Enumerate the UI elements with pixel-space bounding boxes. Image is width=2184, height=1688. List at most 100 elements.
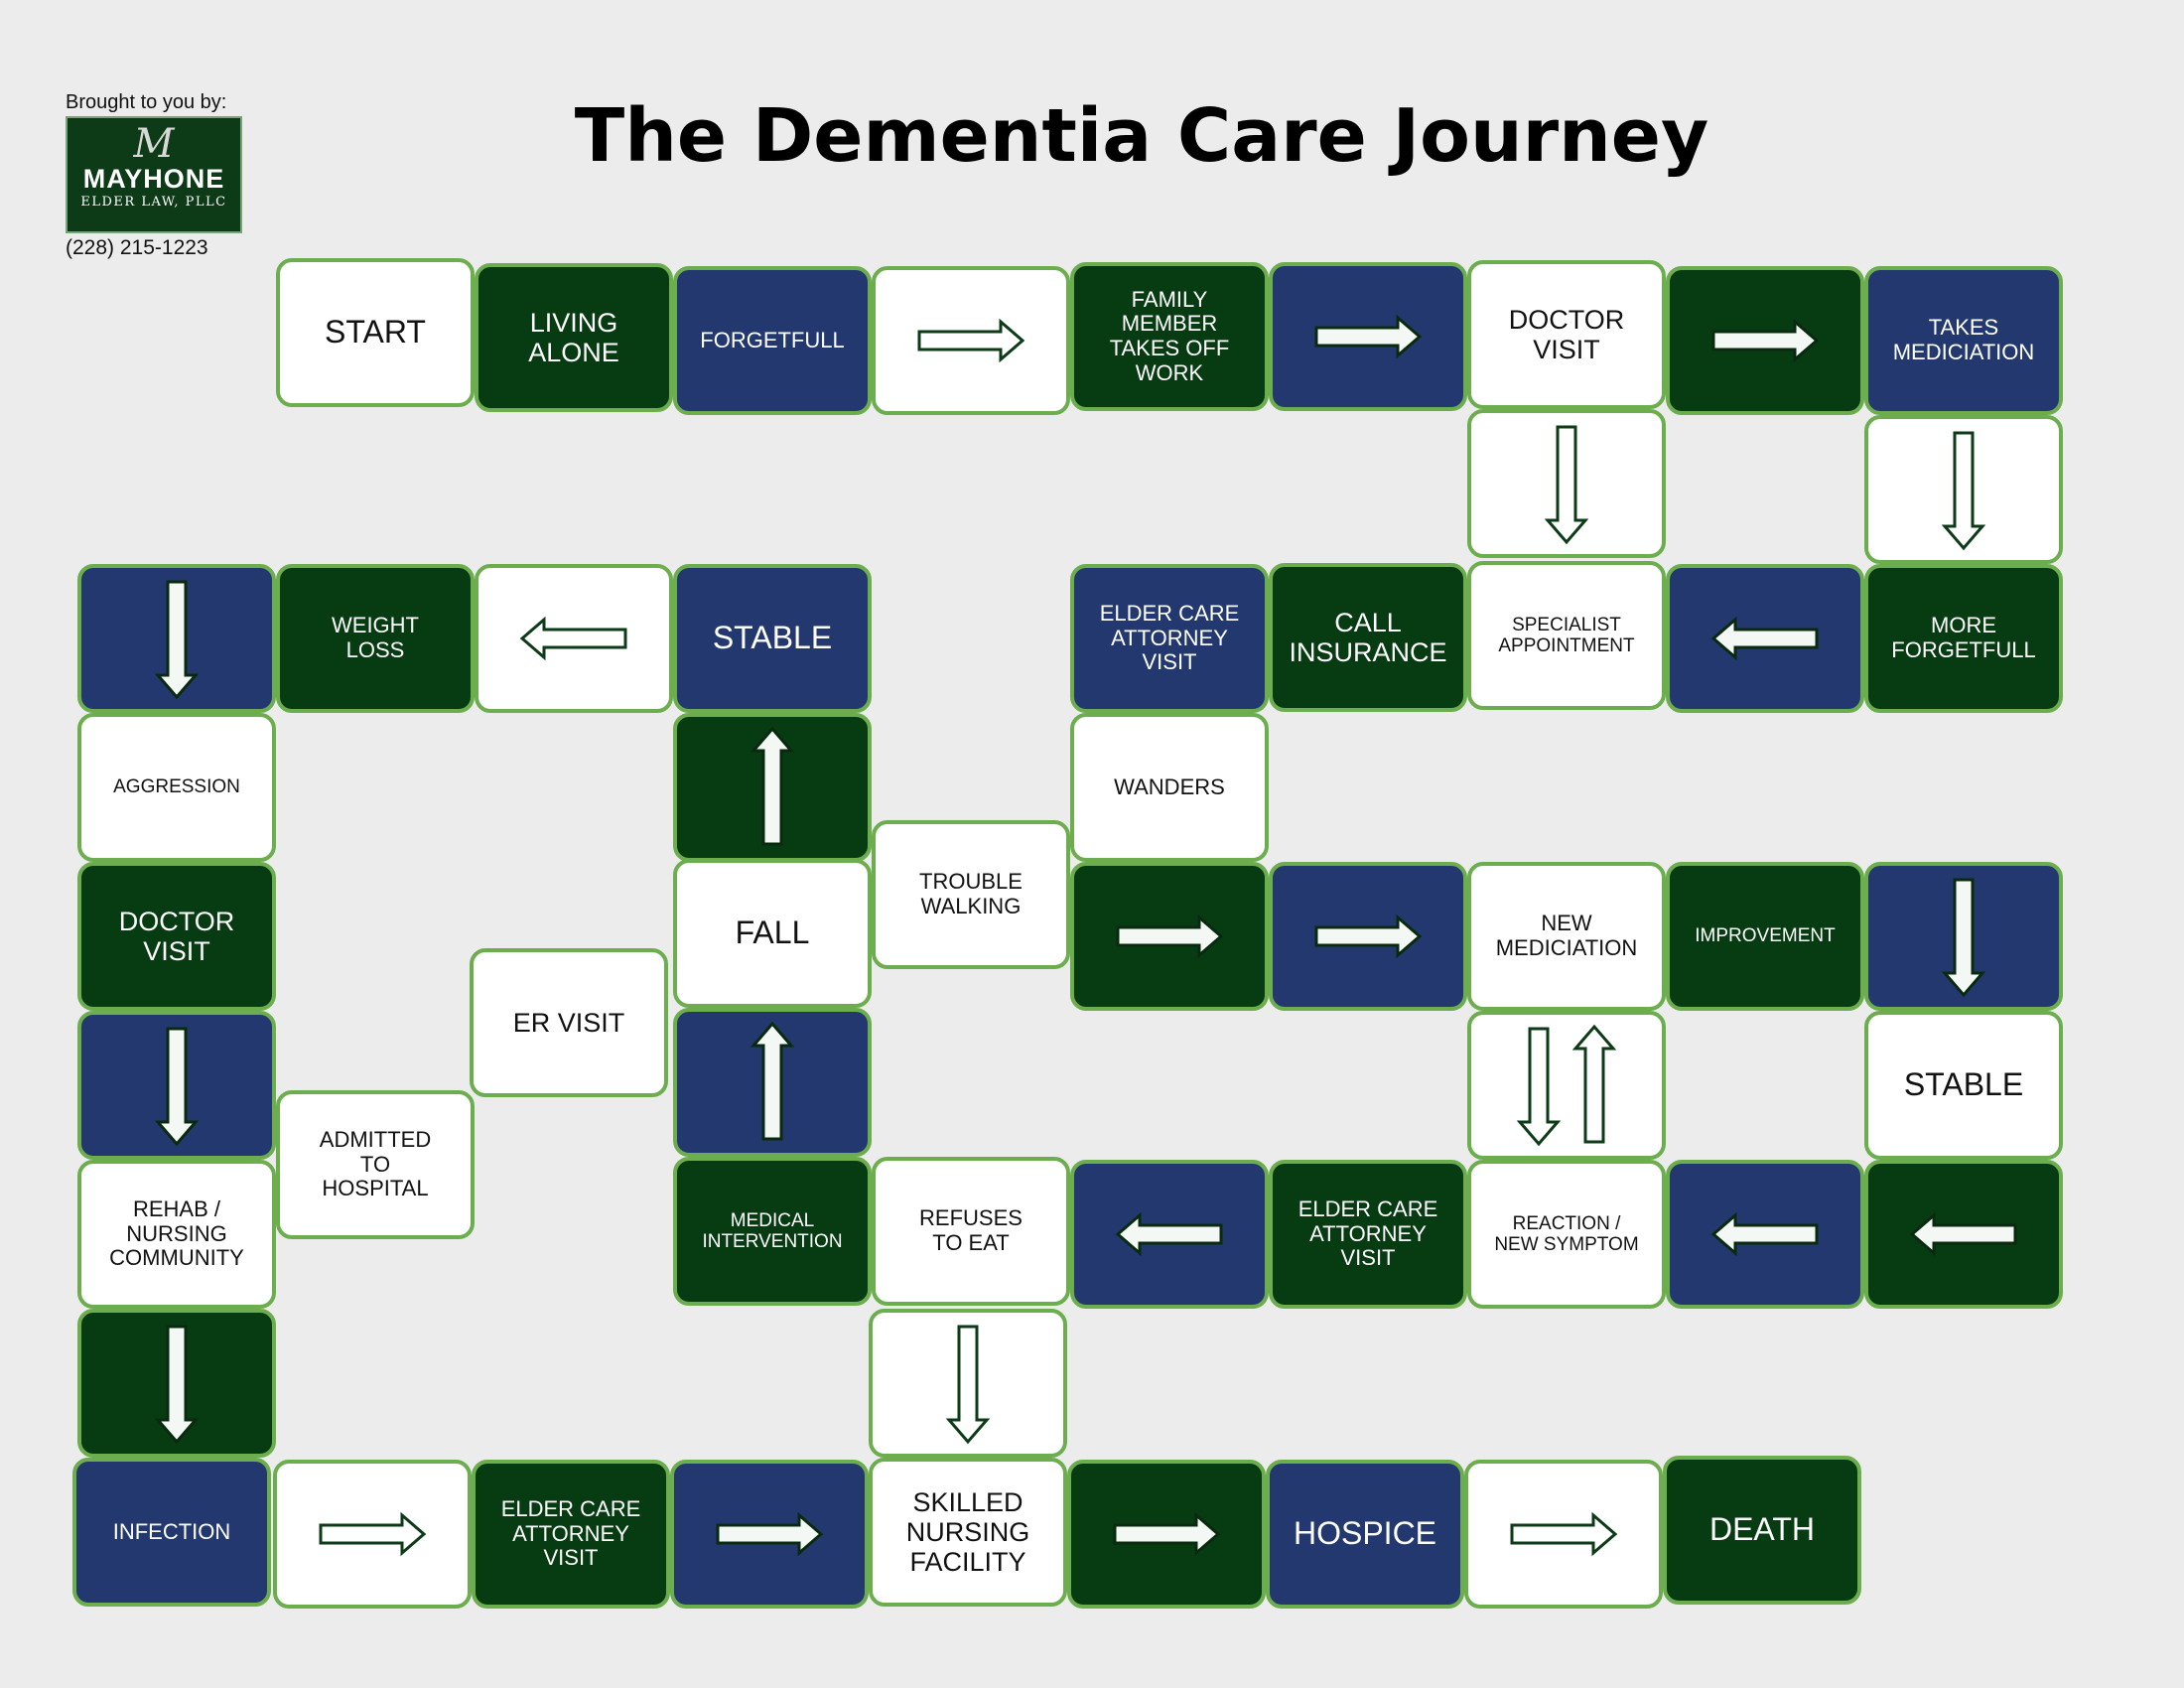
arrow-tile bbox=[1269, 262, 1467, 411]
tile-label: SKILLED NURSING FACILITY bbox=[905, 1486, 1030, 1578]
arrow-right-icon bbox=[1113, 1511, 1221, 1557]
tile-improvement: IMPROVEMENT bbox=[1666, 862, 1864, 1011]
tile-stable: STABLE bbox=[673, 564, 872, 713]
tile-label: REHAB / NURSING COMMUNITY bbox=[109, 1196, 244, 1271]
tile-label: MEDICAL INTERVENTION bbox=[702, 1209, 843, 1252]
tile-doctor-visit: DOCTOR VISIT bbox=[77, 862, 276, 1011]
tile-label: MORE FORGETFULL bbox=[1891, 613, 2036, 662]
tile-specialist-appointment: SPECIALIST APPOINTMENT bbox=[1467, 561, 1666, 710]
tile-stable: STABLE bbox=[1864, 1011, 2063, 1160]
arrow-down-icon bbox=[945, 1325, 991, 1445]
logo-name: MAYHONE bbox=[82, 164, 225, 194]
tile-reaction-new-symptom: REACTION / NEW SYMPTOM bbox=[1467, 1160, 1666, 1309]
arrow-tile bbox=[1464, 1460, 1663, 1609]
arrow-down-icon bbox=[1941, 431, 1986, 551]
tile-label: FAMILY MEMBER TAKES OFF WORK bbox=[1109, 286, 1230, 385]
tile-label: REACTION / NEW SYMPTOM bbox=[1494, 1212, 1639, 1255]
tile-label: FORGETFULL bbox=[700, 327, 845, 352]
tile-rehab-nursing-community: REHAB / NURSING COMMUNITY bbox=[77, 1160, 276, 1309]
arrow-down-icon bbox=[1941, 431, 1986, 551]
arrow-tile bbox=[1666, 266, 1864, 415]
arrow-left-icon bbox=[1115, 1211, 1223, 1257]
tile-label: ADMITTED TO HOSPITAL bbox=[319, 1127, 432, 1201]
arrow-right-icon bbox=[1314, 314, 1423, 359]
tile-label: ELDER CARE ATTORNEY VISIT bbox=[1297, 1196, 1438, 1271]
arrow-down-icon bbox=[154, 1027, 200, 1147]
arrow-tile bbox=[869, 1309, 1067, 1458]
arrow-left-icon bbox=[1710, 616, 1819, 661]
tile-label: WEIGHT LOSS bbox=[332, 613, 419, 662]
arrow-down-icon bbox=[945, 1325, 991, 1445]
arrow-tile bbox=[1467, 1011, 1666, 1160]
arrow-left-icon bbox=[1115, 1211, 1223, 1257]
arrow-left-icon bbox=[1710, 616, 1819, 661]
arrow-down-icon bbox=[154, 580, 200, 700]
arrow-down-icon bbox=[154, 1027, 200, 1147]
arrow-tile bbox=[77, 564, 276, 713]
arrow-tile bbox=[673, 713, 872, 862]
arrow-left-icon bbox=[1710, 1211, 1819, 1257]
tile-label: DOCTOR VISIT bbox=[1508, 304, 1625, 364]
arrow-down-icon bbox=[154, 1325, 200, 1445]
tile-skilled-nursing-facility: SKILLED NURSING FACILITY bbox=[869, 1458, 1067, 1607]
tile-er-visit: ER VISIT bbox=[470, 948, 668, 1097]
tile-infection: INFECTION bbox=[72, 1458, 271, 1607]
arrow-down-icon bbox=[1941, 878, 1986, 998]
arrow-up-icon bbox=[1571, 1024, 1617, 1144]
arrow-tile bbox=[1864, 862, 2063, 1011]
tile-refuses-to-eat: REFUSES TO EAT bbox=[872, 1157, 1070, 1306]
tile-trouble-walking: TROUBLE WALKING bbox=[872, 820, 1070, 969]
logo-monogram: M bbox=[133, 121, 175, 167]
arrow-right-icon bbox=[1314, 914, 1423, 959]
arrow-left-icon bbox=[519, 616, 627, 661]
arrow-tile bbox=[1067, 1460, 1266, 1609]
arrow-down-icon bbox=[1516, 1027, 1562, 1147]
arrow-right-icon bbox=[1711, 318, 1820, 363]
tile-label: SPECIALIST APPOINTMENT bbox=[1498, 614, 1635, 656]
arrow-tile bbox=[872, 266, 1070, 415]
tile-label: TROUBLE WALKING bbox=[919, 869, 1023, 918]
tile-label: START bbox=[325, 314, 426, 351]
tile-admitted-to-hospital: ADMITTED TO HOSPITAL bbox=[276, 1090, 475, 1239]
tile-forgetfull: FORGETFULL bbox=[673, 266, 872, 415]
arrow-down-icon bbox=[154, 580, 200, 700]
tile-label: ELDER CARE ATTORNEY VISIT bbox=[500, 1496, 641, 1571]
arrow-right-icon bbox=[917, 318, 1025, 363]
arrow-tile bbox=[273, 1460, 472, 1609]
mayhone-logo: M MAYHONE ELDER LAW, PLLC bbox=[66, 116, 242, 233]
tile-medical-intervention: MEDICAL INTERVENTION bbox=[673, 1157, 872, 1306]
arrow-right-icon bbox=[1314, 314, 1423, 359]
arrow-down-icon bbox=[1544, 425, 1589, 545]
tile-more-forgetfull: MORE FORGETFULL bbox=[1864, 564, 2063, 713]
arrow-tile bbox=[1070, 862, 1269, 1011]
tile-start: START bbox=[276, 258, 475, 407]
tile-wanders: WANDERS bbox=[1070, 713, 1269, 862]
tile-living-alone: LIVING ALONE bbox=[475, 263, 673, 412]
tile-label: DEATH bbox=[1708, 1511, 1816, 1548]
arrow-tile bbox=[1467, 409, 1666, 558]
arrow-right-icon bbox=[1510, 1511, 1618, 1557]
arrow-tile bbox=[77, 1011, 276, 1160]
arrow-left-icon bbox=[519, 616, 627, 661]
tile-fall: FALL bbox=[673, 859, 872, 1008]
tile-label: FALL bbox=[735, 914, 810, 951]
tile-elder-care-attorney-visit: ELDER CARE ATTORNEY VISIT bbox=[1070, 564, 1269, 713]
page-title: The Dementia Care Journey bbox=[574, 93, 1709, 179]
tile-label: HOSPICE bbox=[1293, 1515, 1437, 1552]
tile-label: LIVING ALONE bbox=[528, 307, 619, 367]
tile-label: ELDER CARE ATTORNEY VISIT bbox=[1099, 601, 1240, 675]
arrow-updown-icon bbox=[1516, 1024, 1617, 1147]
tile-hospice: HOSPICE bbox=[1266, 1460, 1464, 1609]
arrow-right-icon bbox=[1314, 914, 1423, 959]
arrow-right-icon bbox=[1116, 914, 1224, 959]
arrow-tile bbox=[1269, 862, 1467, 1011]
tile-label: INFECTION bbox=[112, 1518, 231, 1544]
tile-label: DOCTOR VISIT bbox=[118, 906, 235, 966]
arrow-down-icon bbox=[154, 1325, 200, 1445]
arrow-right-icon bbox=[716, 1511, 824, 1557]
tile-label: ER VISIT bbox=[512, 1007, 625, 1038]
tile-call-insurance: CALL INSURANCE bbox=[1269, 563, 1467, 712]
arrow-tile bbox=[1864, 415, 2063, 564]
arrow-right-icon bbox=[319, 1511, 427, 1557]
arrow-tile bbox=[475, 564, 673, 713]
